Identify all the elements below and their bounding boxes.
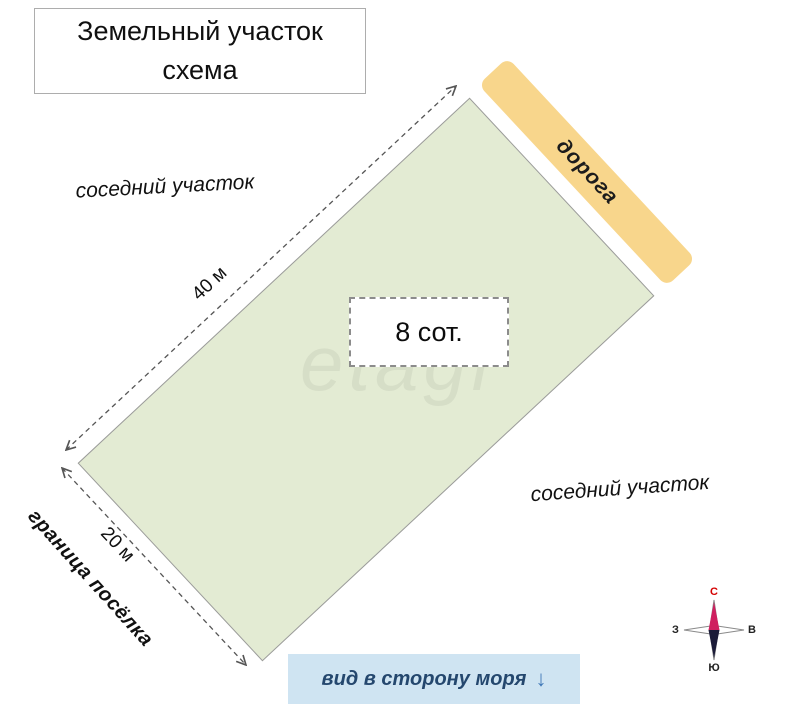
compass-star-icon [683, 599, 745, 661]
compass-needle-north [708, 602, 720, 630]
compass-needle-south [708, 630, 720, 658]
sea-view-label: вид в сторону моря [321, 667, 527, 690]
compass-letter-north: С [710, 586, 718, 598]
neighbor-label-bottom-right: соседний участок [529, 470, 710, 507]
title-line-1: Земельный участок [77, 15, 323, 46]
title-line-2: схема [162, 55, 238, 85]
compass-letter-west: З [672, 624, 679, 636]
compass-letter-south: Ю [708, 662, 720, 674]
area-label: 8 сот. [395, 316, 463, 347]
dimension-label-40m: 40 м [188, 262, 232, 305]
down-arrow-icon: ↓ [535, 666, 547, 691]
compass-letter-east: В [748, 624, 756, 636]
sea-view-banner: вид в сторону моря ↓ [288, 654, 580, 704]
neighbor-label-top-left: соседний участок [75, 170, 255, 203]
title-box: Земельный участок схема [34, 8, 366, 94]
area-box: 8 сот. [349, 297, 509, 367]
compass-rose: С Ю З В [672, 586, 756, 674]
